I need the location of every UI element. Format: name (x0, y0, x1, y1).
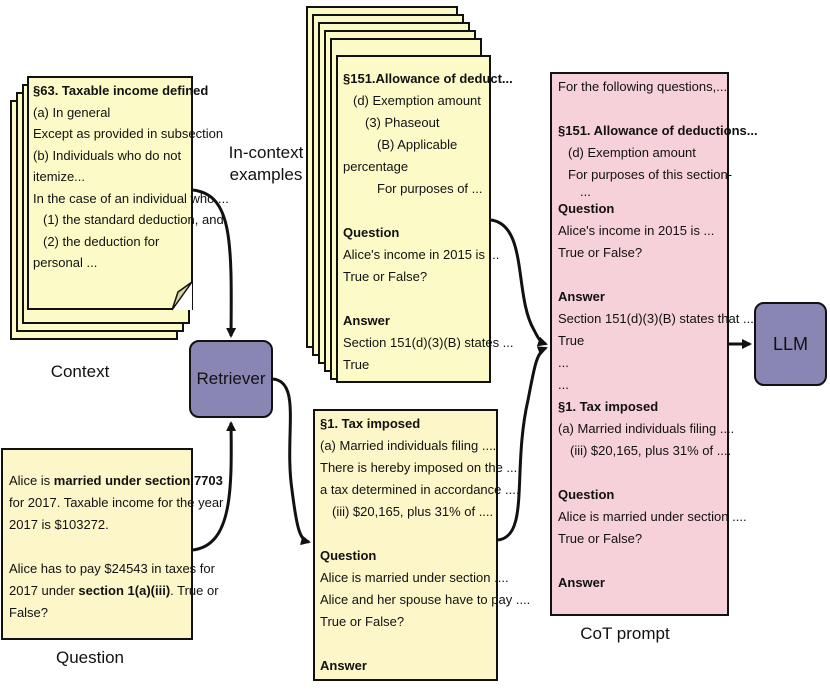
context-doc-line: itemize... (33, 169, 86, 184)
example-line: (d) Exemption amount (353, 93, 481, 108)
cot-ellipsis: ... (558, 377, 569, 392)
cot-line: True or False? (558, 531, 643, 546)
question-text: 2017 under (9, 583, 79, 598)
context-doc-line: (a) In general (33, 104, 111, 120)
cot-line: True or False? (558, 245, 643, 260)
cot-line: Alice's income in 2015 is ... (558, 223, 715, 238)
retrieved-answer-heading: Answer (320, 658, 367, 673)
cot-line: Section 151(d)(3)(B) states that ... (558, 311, 754, 326)
question-text: Alice has to pay $24543 in taxes for (9, 561, 215, 576)
cot-answer-heading: Answer (558, 289, 605, 304)
retrieved-question-heading: Question (320, 548, 377, 563)
retrieved-line: There is hereby imposed on the .... (320, 460, 521, 475)
retrieved-line: (a) Married individuals filing .... (320, 438, 497, 453)
context-doc-line: In the case of an individual who ... (33, 190, 229, 206)
cot-question-heading: Question (558, 487, 615, 502)
in-context-label: In-context examples (228, 143, 304, 184)
question-text: . True or (170, 583, 219, 598)
cot-line: For purposes of this section- (568, 167, 733, 182)
question-box: Alice is married under section 7703 for … (1, 448, 224, 640)
page-curl-icon (171, 281, 193, 311)
example-line: (B) Applicable (377, 137, 458, 152)
context-label: Context (50, 362, 110, 381)
cot-heading: §151. Allowance of deductions... (558, 123, 758, 138)
llm-node: LLM (754, 302, 827, 386)
context-doc-heading: §63. Taxable income defined (33, 83, 209, 98)
question-to-retriever-arrow (192, 421, 237, 552)
cot-answer-heading: Answer (558, 575, 605, 590)
context-doc-line: personal ... (33, 255, 98, 270)
section-to-cot-arrow (497, 346, 548, 542)
examples-to-cot-arrow (490, 218, 548, 347)
retrieved-line: a tax determined in accordance .... (320, 482, 520, 497)
cot-line: (iii) $20,165, plus 31% of .... (570, 443, 732, 458)
question-text: 2017 is $103272. (9, 517, 109, 532)
cot-line: Alice is married under section .... (558, 509, 747, 524)
question-highlight: married under section 7703 (53, 473, 223, 488)
cot-line: True (558, 333, 585, 348)
cot-line: For the following questions,... (558, 79, 728, 94)
example-answer-heading: Answer (343, 313, 390, 328)
question-label: Question (55, 648, 125, 667)
example-document: §151.Allowance of deduct... (d) Exemptio… (336, 55, 514, 383)
question-highlight: section 1(a)(iii) (78, 583, 171, 598)
question-text: False? (9, 605, 49, 620)
retrieved-question-line: True or False? (320, 614, 405, 629)
cot-prompt-box: For the following questions,... §151. Al… (550, 72, 758, 616)
context-doc-line: Except as provided in subsection (33, 126, 224, 141)
cot-line: ... (580, 184, 591, 199)
context-to-retriever-arrow (192, 188, 237, 338)
cot-ellipsis: ... (558, 355, 569, 370)
question-text: Alice is (9, 473, 54, 488)
example-answer-line: Section 151(d)(3)(B) states ... (343, 335, 514, 350)
retrieved-document: §1. Tax imposed (a) Married individuals … (313, 409, 531, 681)
example-answer-line: True (343, 357, 370, 372)
question-text: for 2017. Taxable income for the year (9, 495, 224, 510)
retrieved-line: (iii) $20,165, plus 31% of .... (332, 504, 494, 519)
context-doc-line: (2) the deduction for (43, 233, 160, 249)
example-question-line: True or False? (343, 269, 428, 284)
cot-question-heading: Question (558, 201, 615, 216)
retriever-node: Retriever (189, 340, 273, 418)
context-document: §63. Taxable income defined (a) In gener… (27, 76, 229, 310)
cot-prompt-label: CoT prompt (580, 624, 670, 643)
retrieved-question-line: Alice and her spouse have to pay .... (320, 592, 531, 607)
context-doc-line: (b) Individuals who do not (33, 147, 182, 163)
retriever-to-section-arrow (272, 377, 311, 546)
example-line: (3) Phaseout (365, 115, 440, 130)
cot-line: (d) Exemption amount (568, 145, 696, 160)
example-line: For purposes of ... (377, 181, 483, 196)
cot-line: (a) Married individuals filing .... (558, 421, 735, 436)
example-line: percentage (343, 159, 409, 174)
example-question-heading: Question (343, 225, 400, 240)
retrieved-question-line: Alice is married under section .... (320, 570, 509, 585)
example-question-line: Alice's income in 2015 is ... (343, 247, 500, 262)
context-doc-line: (1) the standard deduction, and (43, 212, 224, 227)
example-heading: §151.Allowance of deduct... (343, 71, 513, 86)
cot-heading: §1. Tax imposed (558, 399, 659, 414)
retrieved-heading: §1. Tax imposed (320, 416, 421, 431)
